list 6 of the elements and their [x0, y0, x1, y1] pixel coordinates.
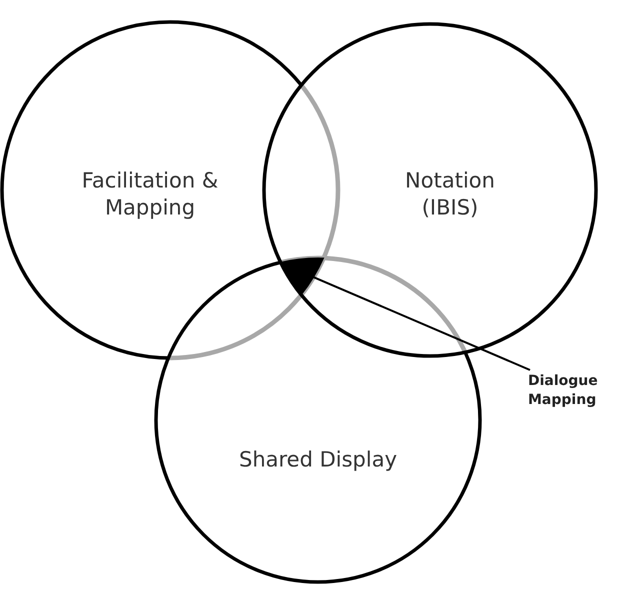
- intersection-region: [280, 258, 324, 296]
- callout-label: Dialogue Mapping: [528, 372, 618, 410]
- circle-label: Notation (IBIS): [404, 168, 496, 222]
- circle-label: Shared Display: [238, 446, 398, 474]
- leader-line: [313, 276, 530, 371]
- circle-label: Facilitation & Mapping: [80, 168, 220, 222]
